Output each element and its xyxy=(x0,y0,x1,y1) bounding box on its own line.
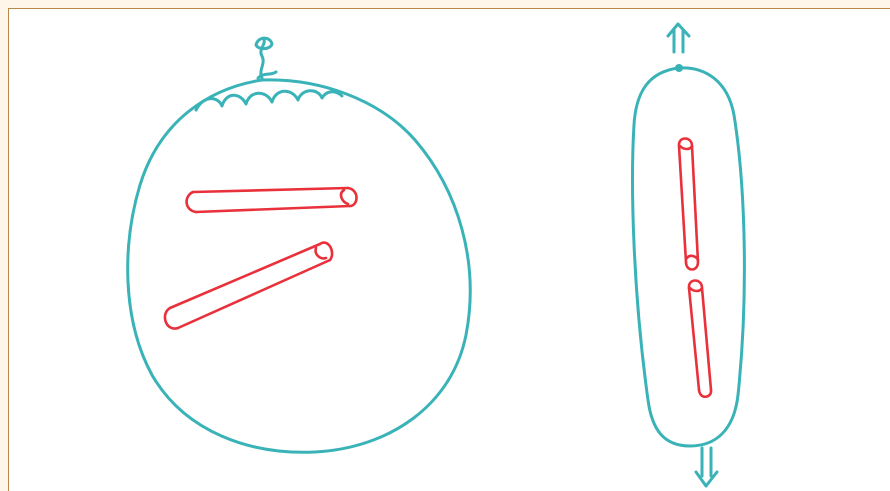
stretched-balloon-figure xyxy=(633,24,745,486)
rod-top-vertical xyxy=(679,139,698,270)
arrow-down-shafts xyxy=(702,448,711,476)
rod-bottom-lower-end xyxy=(699,390,711,397)
rod-top-lower-end xyxy=(686,256,698,270)
rod-bottom-body xyxy=(689,288,711,390)
top-knot-dot xyxy=(675,64,683,72)
rod-top-body xyxy=(679,146,698,262)
rod-lower-body xyxy=(170,244,330,328)
rod-upper-left-end xyxy=(187,192,196,212)
arrow-down-icon xyxy=(696,448,717,486)
rod-lower-left-end xyxy=(165,308,178,329)
rod-lower xyxy=(165,243,332,329)
rod-upper-body xyxy=(193,188,350,212)
arrow-up-shafts xyxy=(674,30,683,52)
arrow-down-head xyxy=(696,472,717,486)
rod-bottom-upper-end xyxy=(689,281,702,292)
round-balloon-outline xyxy=(128,80,470,452)
round-balloon-figure xyxy=(128,38,470,452)
arrow-up-icon xyxy=(668,24,689,52)
balloon-knot xyxy=(261,40,264,78)
rod-bottom-vertical xyxy=(689,281,711,397)
rod-top-upper-end xyxy=(679,139,692,150)
arrow-up-head xyxy=(668,24,689,36)
rod-upper-right-end xyxy=(341,188,356,206)
rod-upper xyxy=(187,188,357,212)
